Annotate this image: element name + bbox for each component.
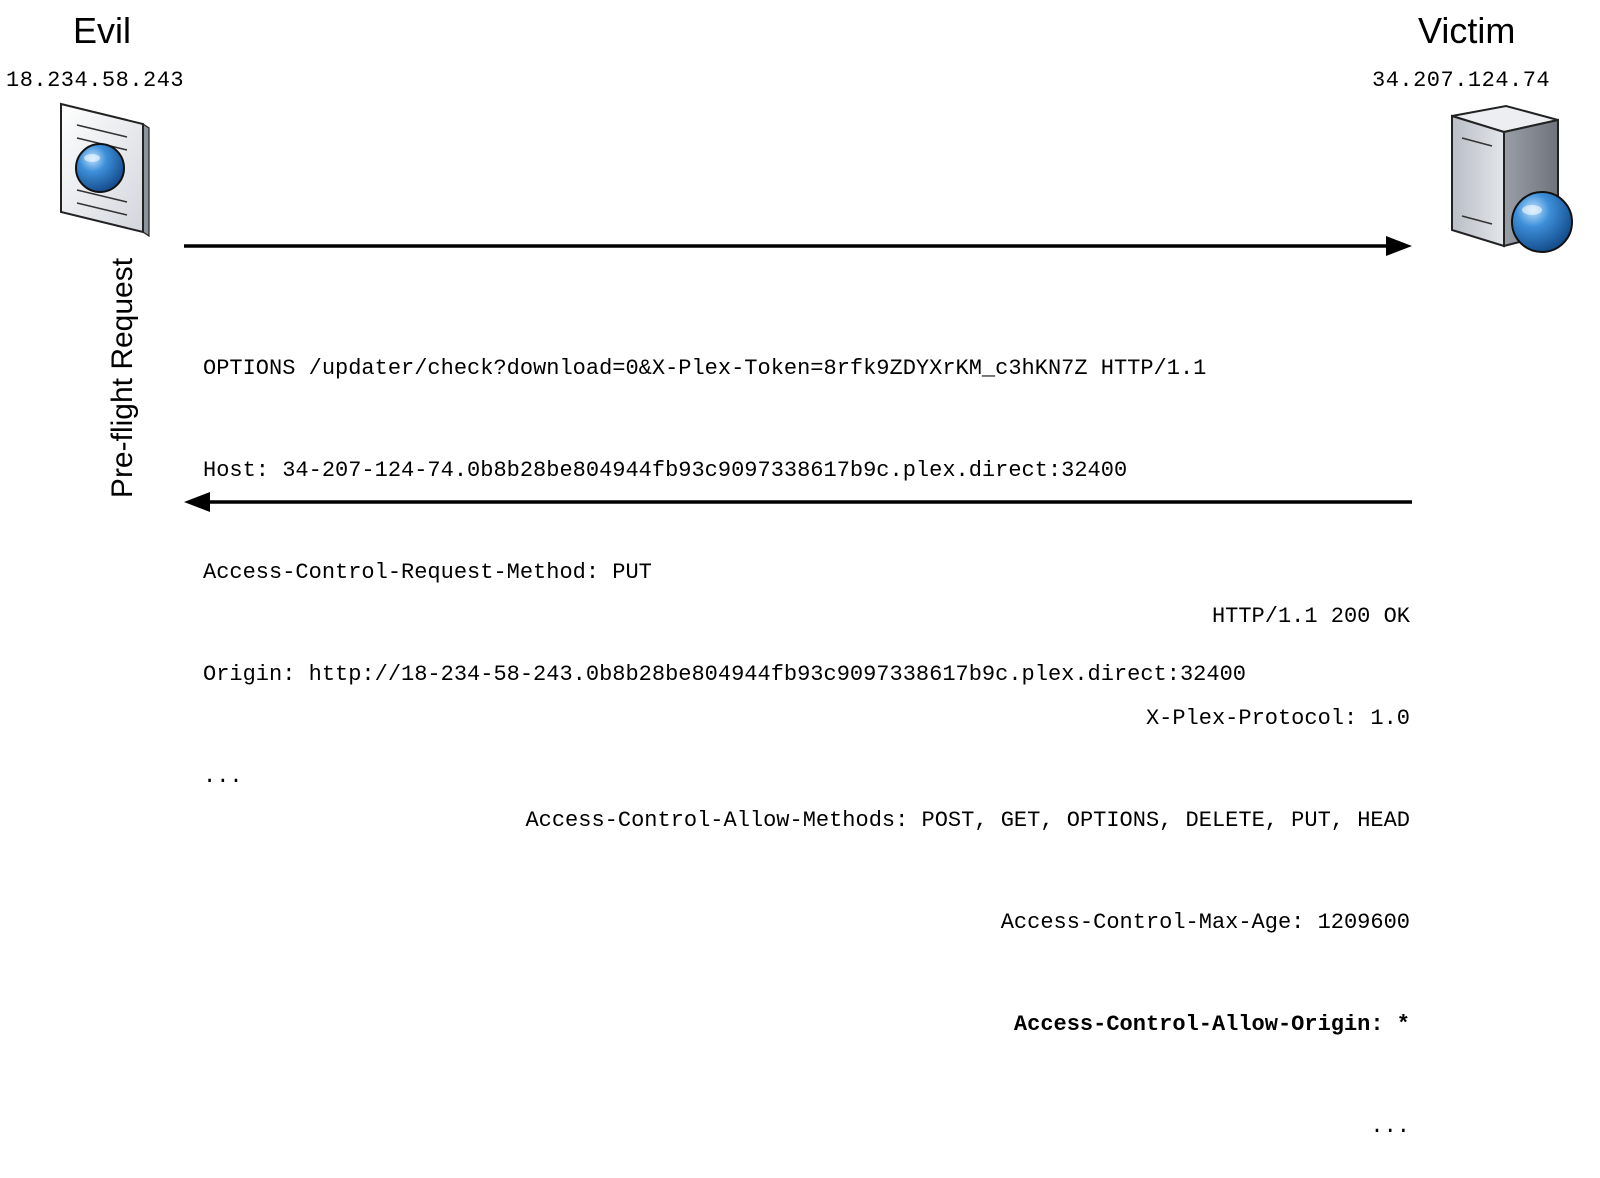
- response-line-2: X-Plex-Protocol: 1.0: [1145, 706, 1410, 731]
- request-line-1: OPTIONS /updater/check?download=0&X-Plex…: [203, 356, 1207, 381]
- request-line-2: Host: 34-207-124-74.0b8b28be804944fb93c9…: [203, 458, 1128, 483]
- preflight-request-label: Pre-flight Request: [106, 257, 139, 499]
- request-line-4: Origin: http://18-234-58-243.0b8b28be804…: [203, 662, 1246, 687]
- request-arrow: [184, 236, 1412, 256]
- evil-ip: 18.234.58.243: [6, 68, 185, 93]
- allow-origin-header: Access-Control-Allow-Origin: [1013, 1012, 1371, 1037]
- request-message: OPTIONS /updater/check?download=0&X-Plex…: [203, 284, 1246, 828]
- victim-ip: 34.207.124.74: [1372, 68, 1551, 93]
- response-line-1: HTTP/1.1 200 OK: [1211, 604, 1410, 629]
- response-line-4: Access-Control-Max-Age: 1209600: [1000, 910, 1410, 935]
- response-line-5: Access-Control-Allow-Origin: *: [525, 1008, 1410, 1042]
- response-message: HTTP/1.1 200 OK X-Plex-Protocol: 1.0 Acc…: [525, 532, 1410, 1178]
- response-line-3: Access-Control-Allow-Methods: POST, GET,…: [525, 808, 1410, 833]
- server-tower-icon: [1451, 104, 1573, 253]
- victim-title: Victim: [1418, 10, 1516, 51]
- allow-origin-value: : *: [1370, 1012, 1410, 1037]
- response-line-6: ...: [1370, 1114, 1410, 1139]
- request-line-3: Access-Control-Request-Method: PUT: [203, 560, 652, 585]
- response-arrow: [184, 492, 1412, 512]
- web-server-document-icon: [60, 102, 150, 238]
- evil-title: Evil: [73, 10, 132, 51]
